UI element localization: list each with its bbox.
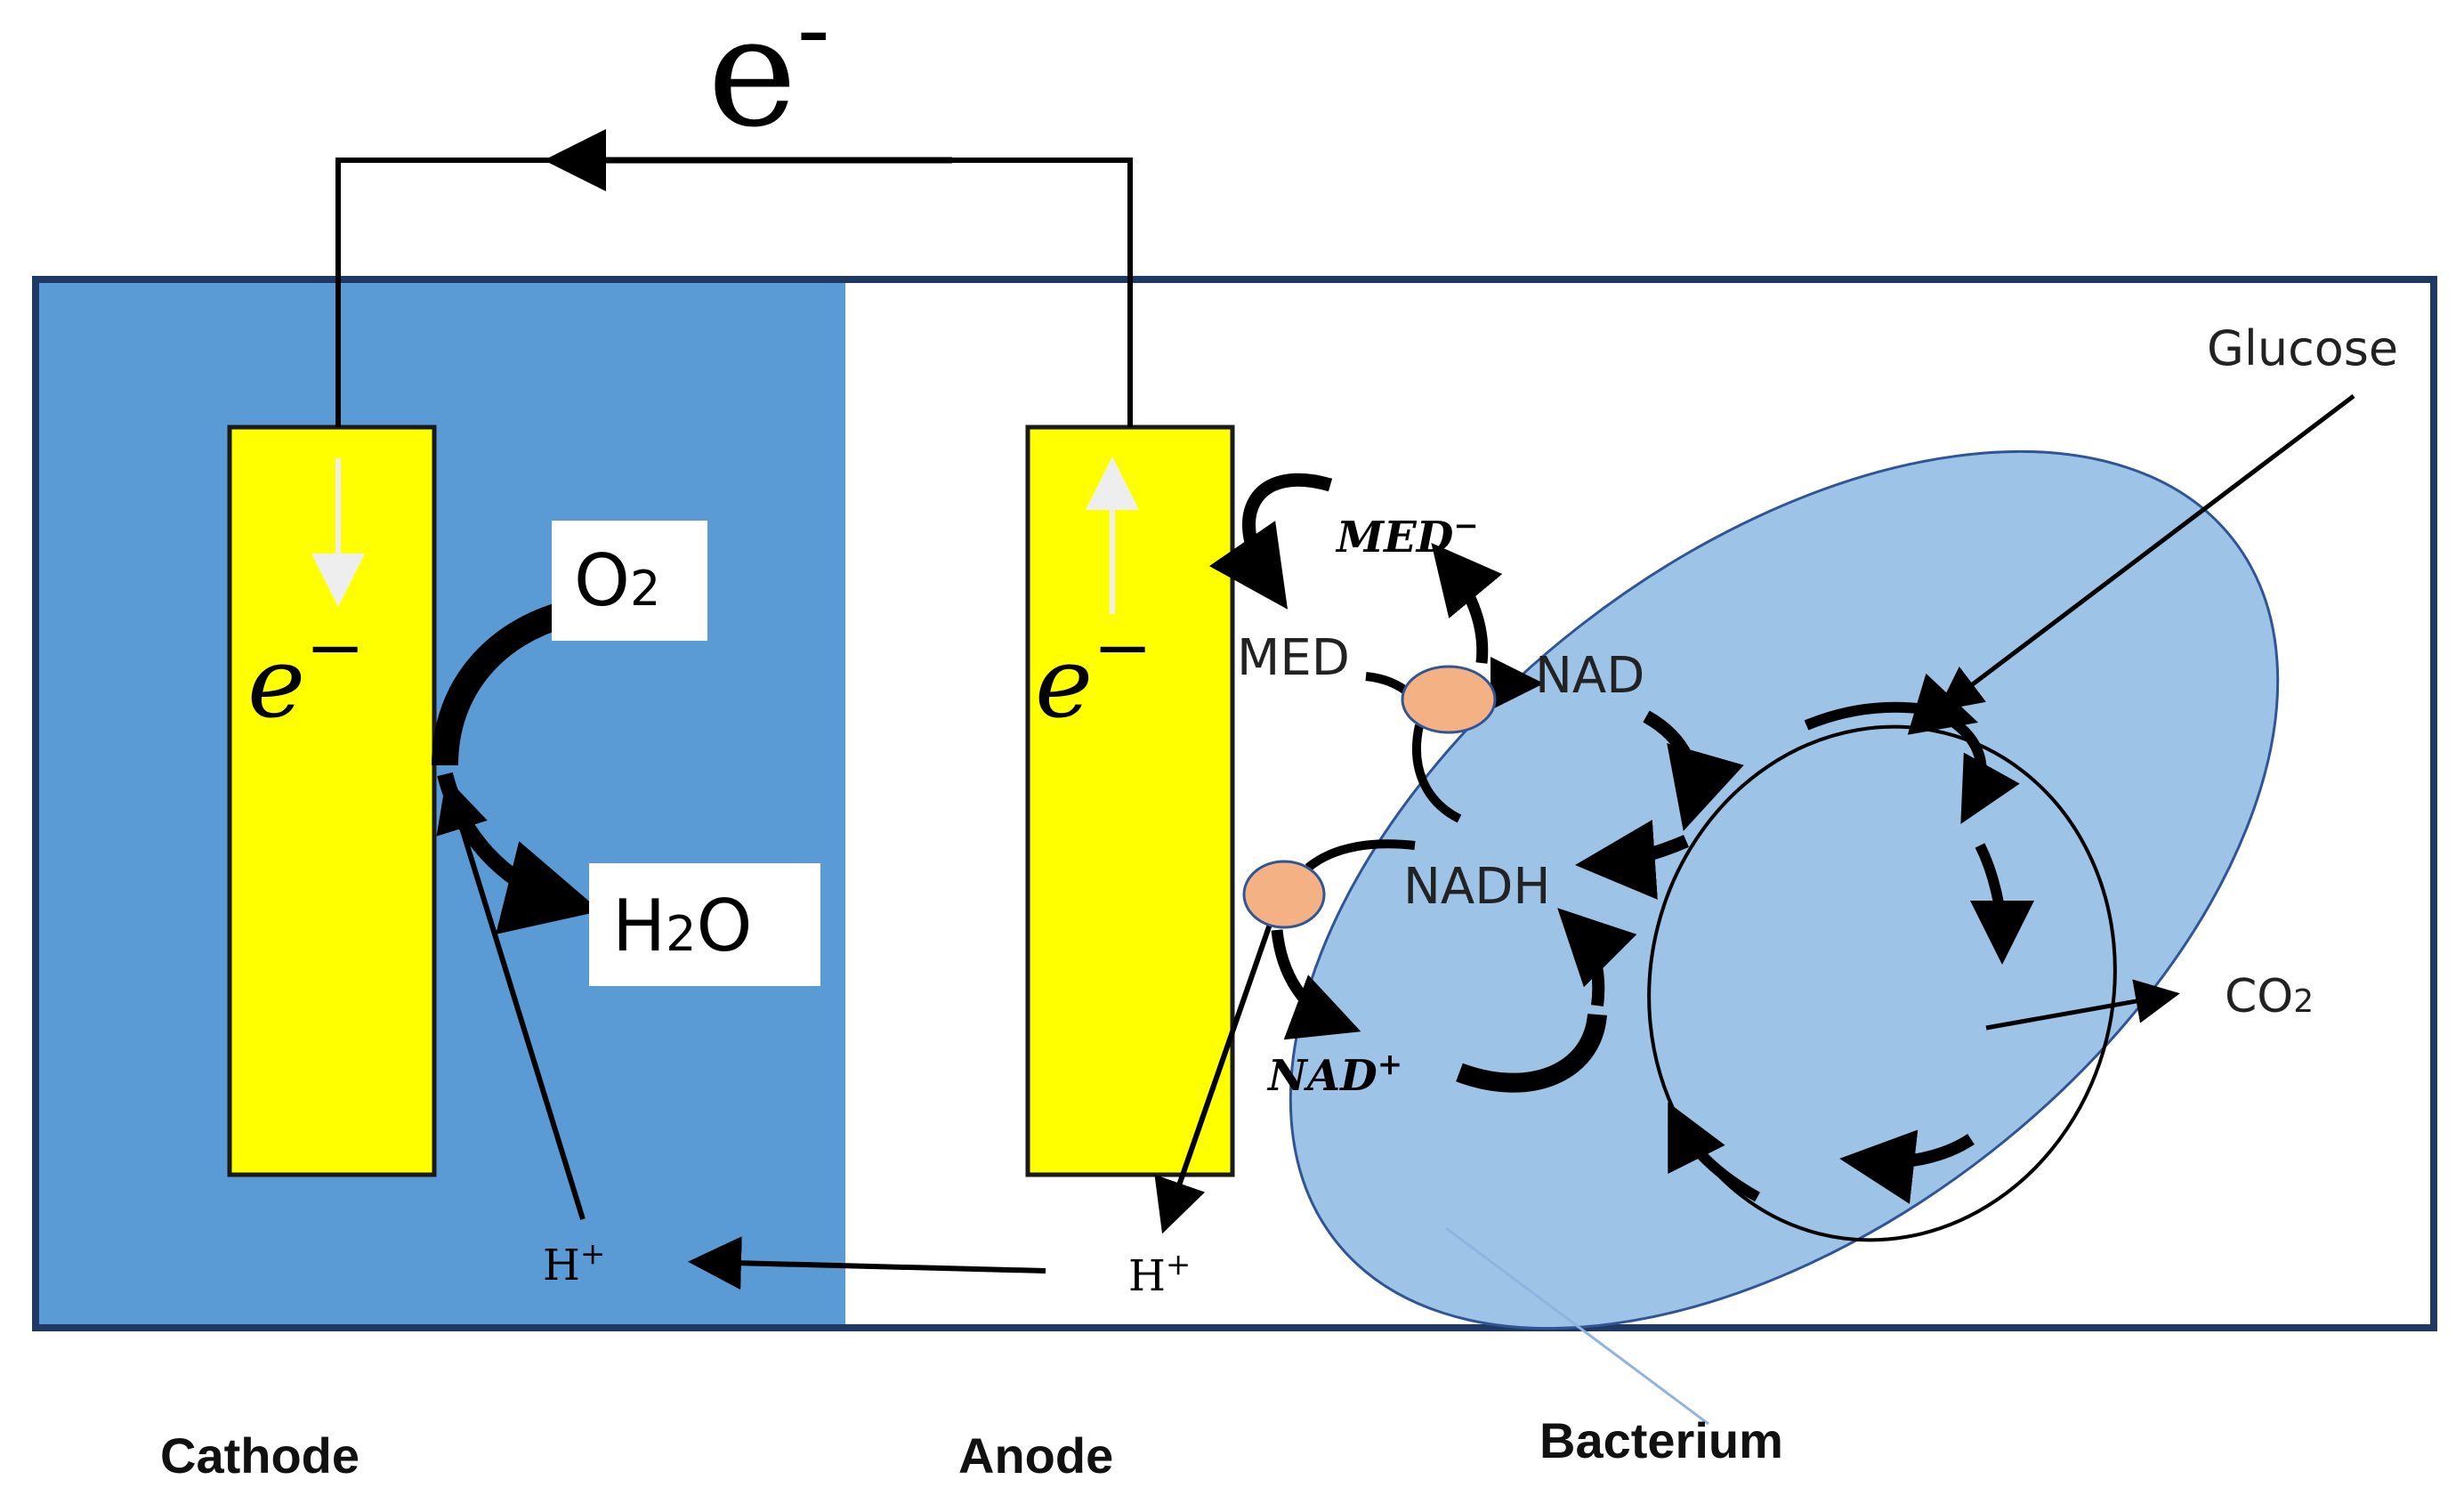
glucose-arrow [1937, 394, 2355, 712]
cathode-electrode [227, 425, 437, 1177]
enzyme-dehydrogenase [1242, 860, 1326, 929]
tca-arc-bottom [1668, 1102, 1760, 1202]
med-label: MED [1237, 629, 1350, 687]
co2-arrow [1985, 979, 2180, 1031]
cathode-electron-label: e− [247, 606, 365, 740]
tca-arc-right [1969, 843, 2034, 965]
enzyme-to-proton-arrow [1154, 916, 1275, 1234]
cathode-proton-label: H+ [543, 1236, 605, 1290]
glucose-label: Glucose [2207, 320, 2398, 376]
med-reduced-to-anode-arrow [1208, 473, 1333, 610]
proton-to-cathode-arrow [436, 777, 586, 1220]
bacterium-caption: Bacterium [1539, 1412, 1783, 1468]
tca-to-nadh-arrow [1575, 820, 1689, 900]
nad-plus-to-tca-arrow [1456, 1013, 1607, 1093]
electron-flow-label: e- [707, 0, 830, 161]
enzyme2-to-nad-plus-arrow [1271, 929, 1361, 1040]
anode-caption: Anode [958, 1427, 1113, 1484]
bacterium-pointer [1445, 1226, 1709, 1426]
cathode-caption: Cathode [160, 1427, 360, 1484]
co2-label: CO2 [2225, 970, 2314, 1023]
oxygen-label: O2 [574, 539, 660, 622]
anode-electron-label: e− [1035, 606, 1152, 740]
enzyme-oxidoreductase [1401, 665, 1497, 734]
oxygen-label-box [552, 521, 707, 641]
water-label-box [589, 863, 820, 986]
nad-plus-label: NAD+ [1266, 1047, 1402, 1101]
chamber-border [32, 276, 2437, 1331]
enzyme-to-med-reduced-arrow [1431, 543, 1503, 664]
cathode-chamber [36, 279, 845, 1328]
proton-transfer-arrow [688, 1236, 1046, 1290]
tca-arc-right-top [1924, 702, 2020, 824]
tca-arc-right-bottom [1839, 1129, 1975, 1204]
oxygen-to-cathode-arrow [432, 601, 570, 766]
enzyme-lower-arc [1412, 724, 1462, 823]
anode-proton-label: H+ [1128, 1247, 1191, 1301]
anode-electrode [1025, 425, 1235, 1177]
med-reduced-label: MED− [1335, 508, 1479, 562]
water-label: H2O [612, 885, 752, 967]
nad-to-tca-arrow [1643, 710, 1744, 831]
nadh-label: NADH [1403, 858, 1550, 916]
enzyme2-to-nadh-arc [1305, 839, 1416, 871]
nad-label: NAD [1535, 647, 1644, 705]
tca-to-nadh-return-arrow [1557, 908, 1637, 1007]
